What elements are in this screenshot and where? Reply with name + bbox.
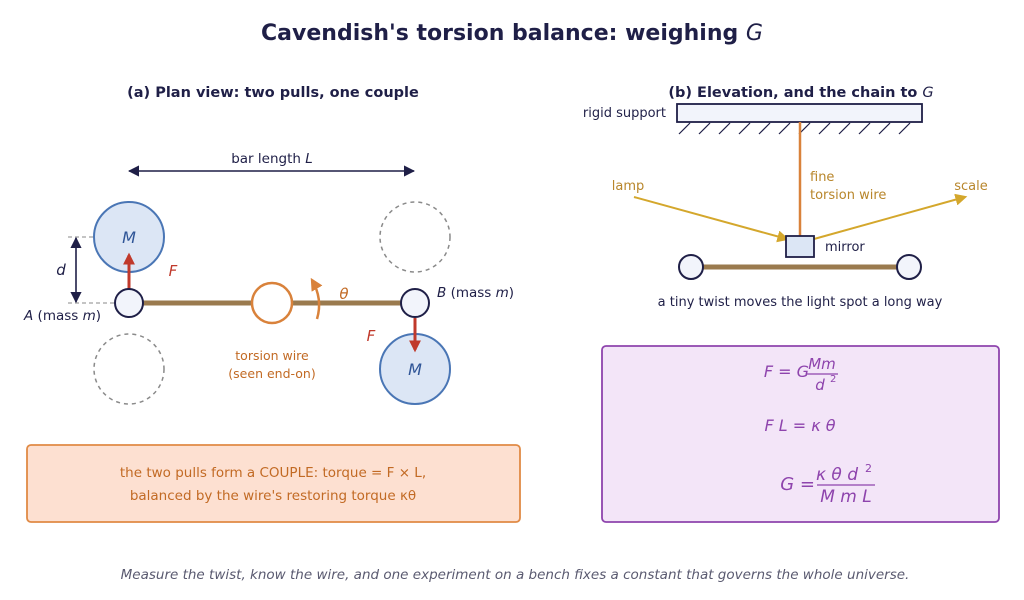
page-title: Cavendish's torsion balance: weighing G — [261, 21, 763, 46]
panel-a-plan-view: (a) Plan view: two pulls, one couple bar… — [23, 85, 521, 523]
couple-note-line2: balanced by the wire's restoring torque … — [130, 488, 416, 504]
elevation-mass-left — [678, 254, 704, 280]
fine-wire-label-line2: torsion wire — [810, 188, 886, 203]
reflected-light-ray — [813, 193, 968, 240]
equations-box — [601, 345, 1000, 523]
svg-text:2: 2 — [830, 374, 836, 385]
svg-text:κ θ d: κ θ d — [816, 465, 858, 485]
small-mass-a — [114, 288, 144, 318]
footer-caption: Measure the twist, know the wire, and on… — [121, 567, 910, 583]
scale-label: scale — [954, 179, 988, 194]
ghost-mass-upper-right — [379, 201, 451, 273]
force-label-b: F — [367, 327, 376, 345]
torsion-wire-caption-line2: (seen end-on) — [228, 366, 315, 381]
panel-a-heading: (a) Plan view: two pulls, one couple — [127, 85, 419, 101]
torsion-wire-end-on — [250, 281, 294, 325]
distance-d-label: d — [56, 261, 66, 279]
support-hatching — [678, 122, 911, 135]
svg-text:F = G: F = G — [764, 362, 809, 381]
ghost-mass-lower-left — [93, 333, 165, 405]
twist-angle-label: θ — [339, 285, 348, 303]
big-mass-right-label: M — [408, 360, 422, 379]
torsion-wire-caption-line1: torsion wire — [235, 348, 309, 363]
svg-text:Mm: Mm — [808, 355, 836, 373]
twist-angle-arc — [310, 277, 323, 320]
small-mass-b — [400, 288, 430, 318]
mirror-label: mirror — [825, 240, 865, 255]
force-label-a: F — [169, 262, 178, 280]
couple-note-line1: the two pulls form a COUPLE: torque = F … — [120, 465, 426, 481]
elevation-caption: a tiny twist moves the light spot a long… — [658, 295, 943, 310]
equation-g-result: G = κ θ d 2 M m L — [780, 462, 875, 507]
rigid-support — [676, 103, 923, 123]
svg-text:2: 2 — [865, 462, 872, 475]
equation-gravity-law: F = G Mm d 2 — [764, 355, 838, 394]
equation-torque-balance: F L = κ θ — [764, 416, 835, 435]
incident-light-ray — [633, 196, 790, 243]
svg-text:d: d — [815, 376, 825, 394]
small-mass-b-label: B (mass m) — [437, 285, 514, 301]
svg-text:M m L: M m L — [820, 487, 872, 507]
couple-note-box — [26, 444, 521, 523]
bar-length-label: bar length L — [231, 151, 313, 167]
elevation-mass-right — [896, 254, 922, 280]
small-mass-a-label: A (mass m) — [23, 308, 101, 324]
svg-text:G =: G = — [780, 474, 815, 495]
lamp-label: lamp — [612, 179, 645, 194]
big-mass-left-label: M — [122, 228, 136, 247]
panel-b-elevation: (b) Elevation, and the chain to G rigid … — [583, 85, 1000, 523]
rigid-support-label: rigid support — [583, 106, 666, 121]
panel-b-heading: (b) Elevation, and the chain to G — [668, 85, 933, 101]
mirror — [785, 235, 815, 258]
fine-wire-label-line1: fine — [810, 170, 834, 185]
